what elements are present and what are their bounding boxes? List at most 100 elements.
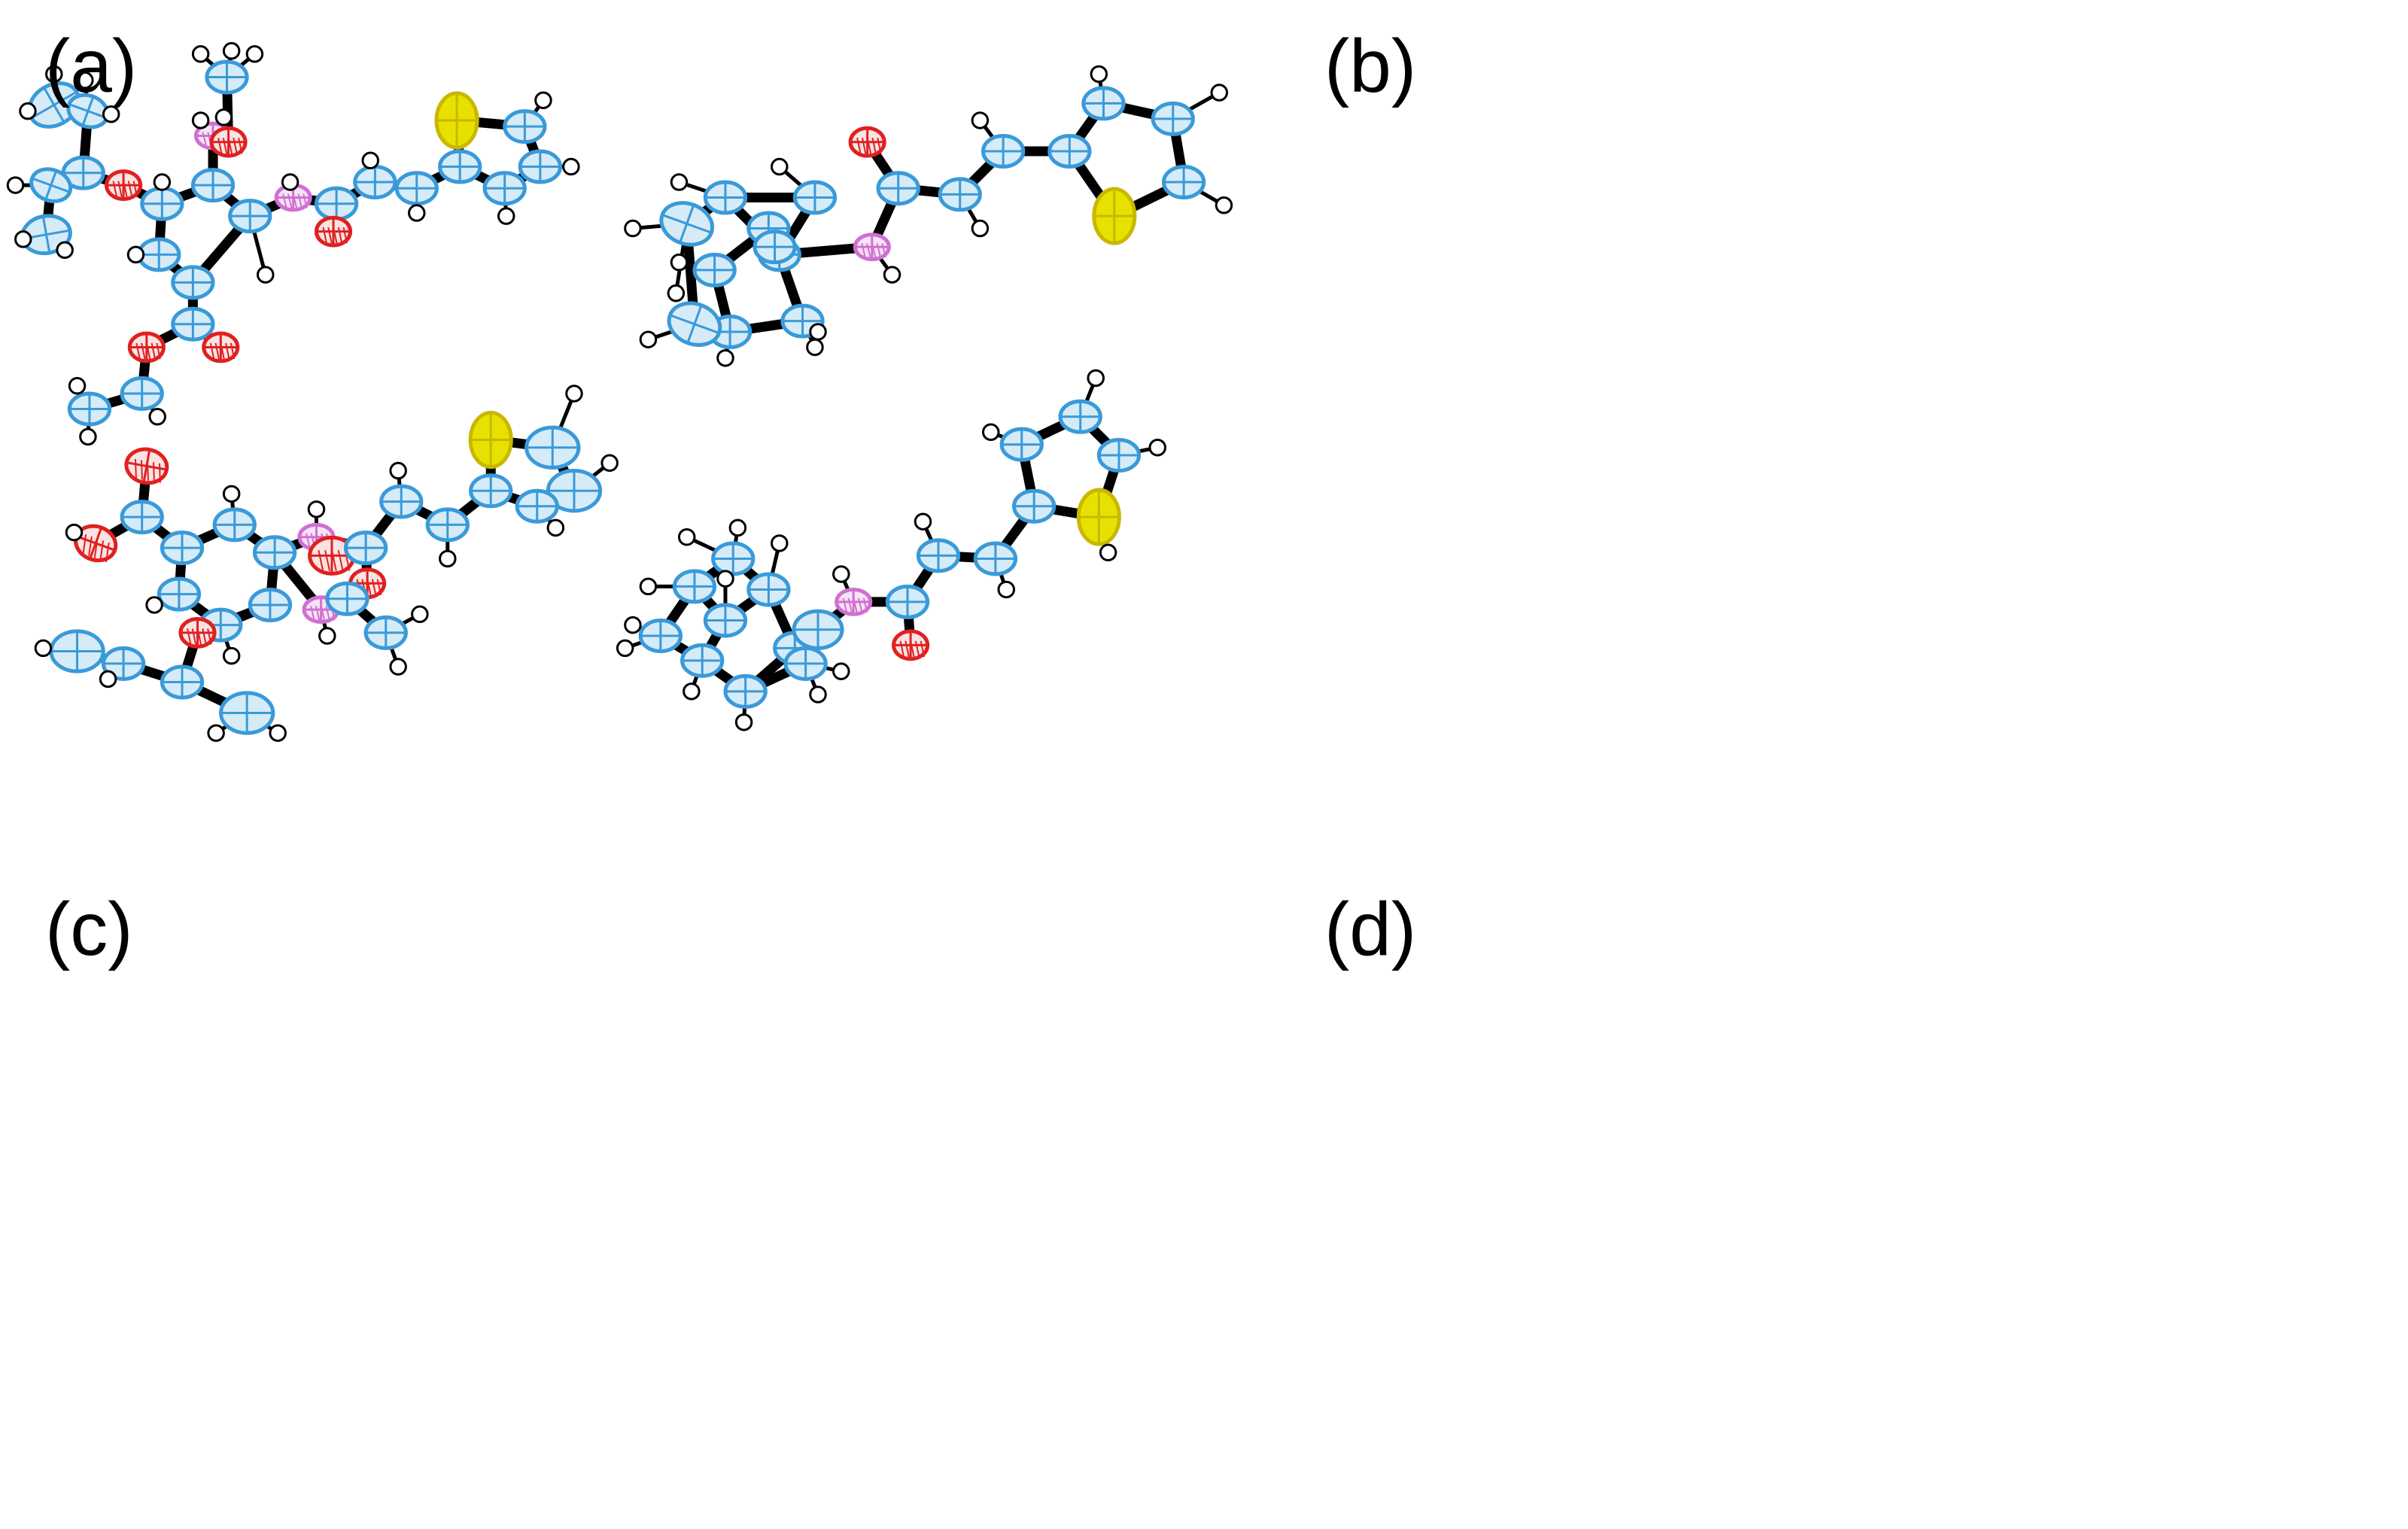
carbon-atom [205, 59, 249, 95]
hydrogen-atom [771, 534, 789, 552]
sulfur-atom [1092, 187, 1137, 245]
carbon-atom [518, 149, 563, 184]
hydrogen-atom [307, 500, 326, 518]
hydrogen-atom [79, 427, 97, 446]
hydrogen-atom [56, 241, 74, 260]
hydrogen-atom [806, 338, 824, 357]
carbon-atom [999, 427, 1044, 462]
oxygen-atom [202, 331, 240, 363]
carbon-atom [524, 425, 581, 470]
hydrogen-atom [546, 518, 565, 537]
carbon-atom [667, 301, 722, 347]
carbon-atom [680, 643, 725, 678]
carbon-atom [546, 469, 603, 513]
hydrogen-atom [408, 204, 426, 222]
nitrogen-atom [274, 183, 312, 212]
hydrogen-atom [19, 102, 37, 120]
carbon-atom [916, 538, 961, 573]
hydrogen-atom [734, 713, 753, 731]
hydrogen-atom [728, 518, 747, 537]
carbon-atom [469, 473, 513, 509]
sulfur-atom [1076, 488, 1121, 546]
carbon-atom [314, 186, 359, 221]
panel-label-d: (d) [1324, 887, 1417, 971]
hydrogen-atom [667, 284, 686, 302]
hydrogen-atom [6, 176, 25, 194]
carbon-atom [248, 587, 293, 623]
hydrogen-atom [639, 577, 658, 596]
carbon-atom [29, 167, 73, 203]
hydrogen-atom [207, 724, 225, 742]
hydrogen-atom [562, 157, 580, 176]
hydrogen-atom [76, 71, 94, 90]
carbon-atom [1081, 86, 1126, 121]
hydrogen-atom [126, 245, 145, 264]
hydrogen-atom [65, 523, 84, 542]
hydrogen-atom [1215, 196, 1233, 214]
carbon-atom [101, 646, 146, 681]
hydrogen-atom [389, 461, 407, 480]
hydrogen-atom [257, 266, 275, 284]
hydrogen-atom [624, 616, 642, 634]
hydrogen-atom [832, 662, 850, 680]
carbon-atom [938, 177, 982, 212]
oxygen-atom [127, 331, 166, 363]
hydrogen-atom [616, 639, 634, 658]
atoms-b [624, 65, 1233, 367]
carbon-atom [67, 391, 112, 427]
carbon-atom [792, 609, 844, 650]
hydrogen-atom [214, 108, 233, 126]
hydrogen-atom [497, 207, 515, 225]
carbon-atom [212, 507, 257, 543]
carbon-atom [120, 375, 164, 412]
carbon-atom [876, 171, 920, 206]
carbon-atom [1058, 399, 1102, 434]
carbon-atom [1161, 165, 1206, 200]
hydrogen-atom [191, 45, 210, 63]
carbon-atom [27, 81, 81, 129]
hydrogen-atom [102, 105, 120, 123]
hydrogen-atom [670, 253, 689, 272]
carbon-atom [723, 673, 768, 709]
carbon-atom [438, 149, 482, 184]
nitrogen-atom [835, 587, 873, 616]
carbon-atom [137, 237, 181, 272]
hydrogen-atom [771, 157, 789, 176]
hydrogen-atom [68, 376, 87, 395]
hydrogen-atom [1087, 369, 1105, 388]
hydrogen-atom [971, 111, 990, 129]
hydrogen-atom [565, 385, 583, 403]
hydrogen-atom [600, 454, 619, 473]
hydrogen-atom [145, 596, 163, 614]
hydrogen-atom [624, 219, 642, 238]
carbon-atom [160, 664, 205, 700]
hydrogen-atom [14, 230, 32, 248]
carbon-atom [49, 629, 105, 673]
carbon-atom [140, 186, 184, 221]
hydrogen-atom [832, 565, 850, 583]
carbon-atom [746, 572, 791, 607]
carbon-atom [171, 306, 215, 342]
hydrogen-atom [677, 527, 696, 546]
oxygen-atom [314, 215, 353, 248]
hydrogen-atom [716, 570, 734, 588]
carbon-atom [1047, 133, 1092, 169]
oxygen-atom [124, 447, 169, 485]
carbon-atom [363, 615, 408, 650]
carbon-atom [659, 201, 715, 247]
carbon-atom [973, 541, 1018, 576]
carbon-atom [515, 488, 559, 524]
carbon-atom [981, 133, 1026, 169]
hydrogen-atom [439, 549, 457, 568]
hydrogen-atom [245, 45, 264, 63]
carbon-atom [703, 180, 748, 215]
carbon-atom [218, 691, 275, 735]
atoms-d [616, 369, 1167, 731]
hydrogen-atom [1090, 65, 1108, 84]
oxygen-atom [892, 629, 930, 661]
hydrogen-atom [153, 173, 172, 191]
hydrogen-atom [809, 323, 827, 341]
carbon-atom [783, 646, 828, 681]
